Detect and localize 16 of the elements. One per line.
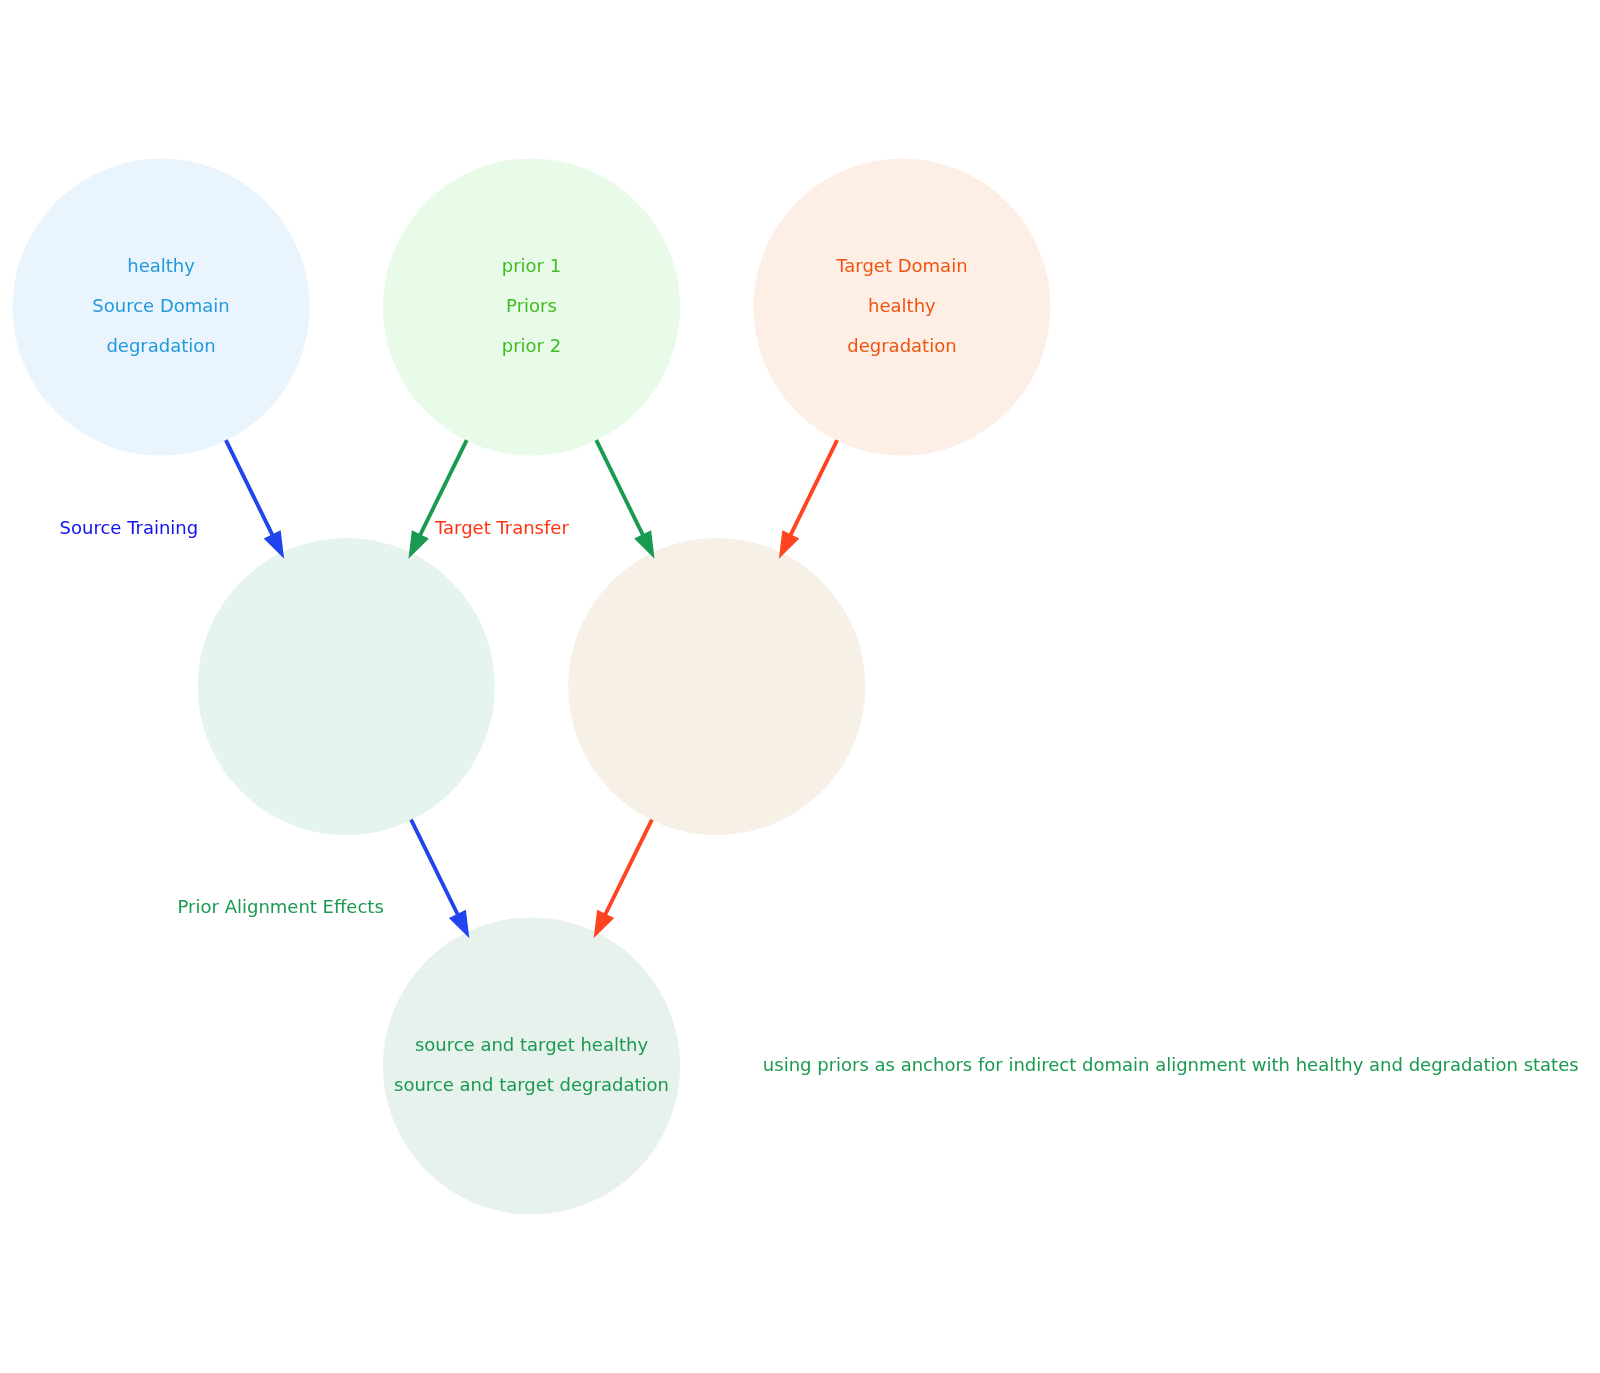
arrow (408, 439, 469, 559)
node-label: Source Training (59, 516, 199, 538)
node-label: Target Transfer (435, 516, 569, 538)
node-circle (197, 537, 495, 836)
arrow (778, 439, 839, 559)
label: using priors as anchors for indirect domain alignment with healthy and degradation states (762, 1053, 1579, 1075)
arrow (224, 439, 285, 559)
node-circle: source and target healthy source and target degradation (382, 917, 681, 1215)
node-circle (568, 537, 866, 836)
node-label: Prior Alignment Effects (177, 896, 384, 918)
node-circle: Target Domain healthy degradation (753, 158, 1051, 456)
node-circle: prior 1 Priors prior 2 (382, 158, 681, 456)
node-circle: healthy Source Domain degradation (12, 158, 310, 456)
arrow (409, 818, 470, 939)
arrow (593, 818, 654, 939)
arrow (594, 439, 655, 559)
